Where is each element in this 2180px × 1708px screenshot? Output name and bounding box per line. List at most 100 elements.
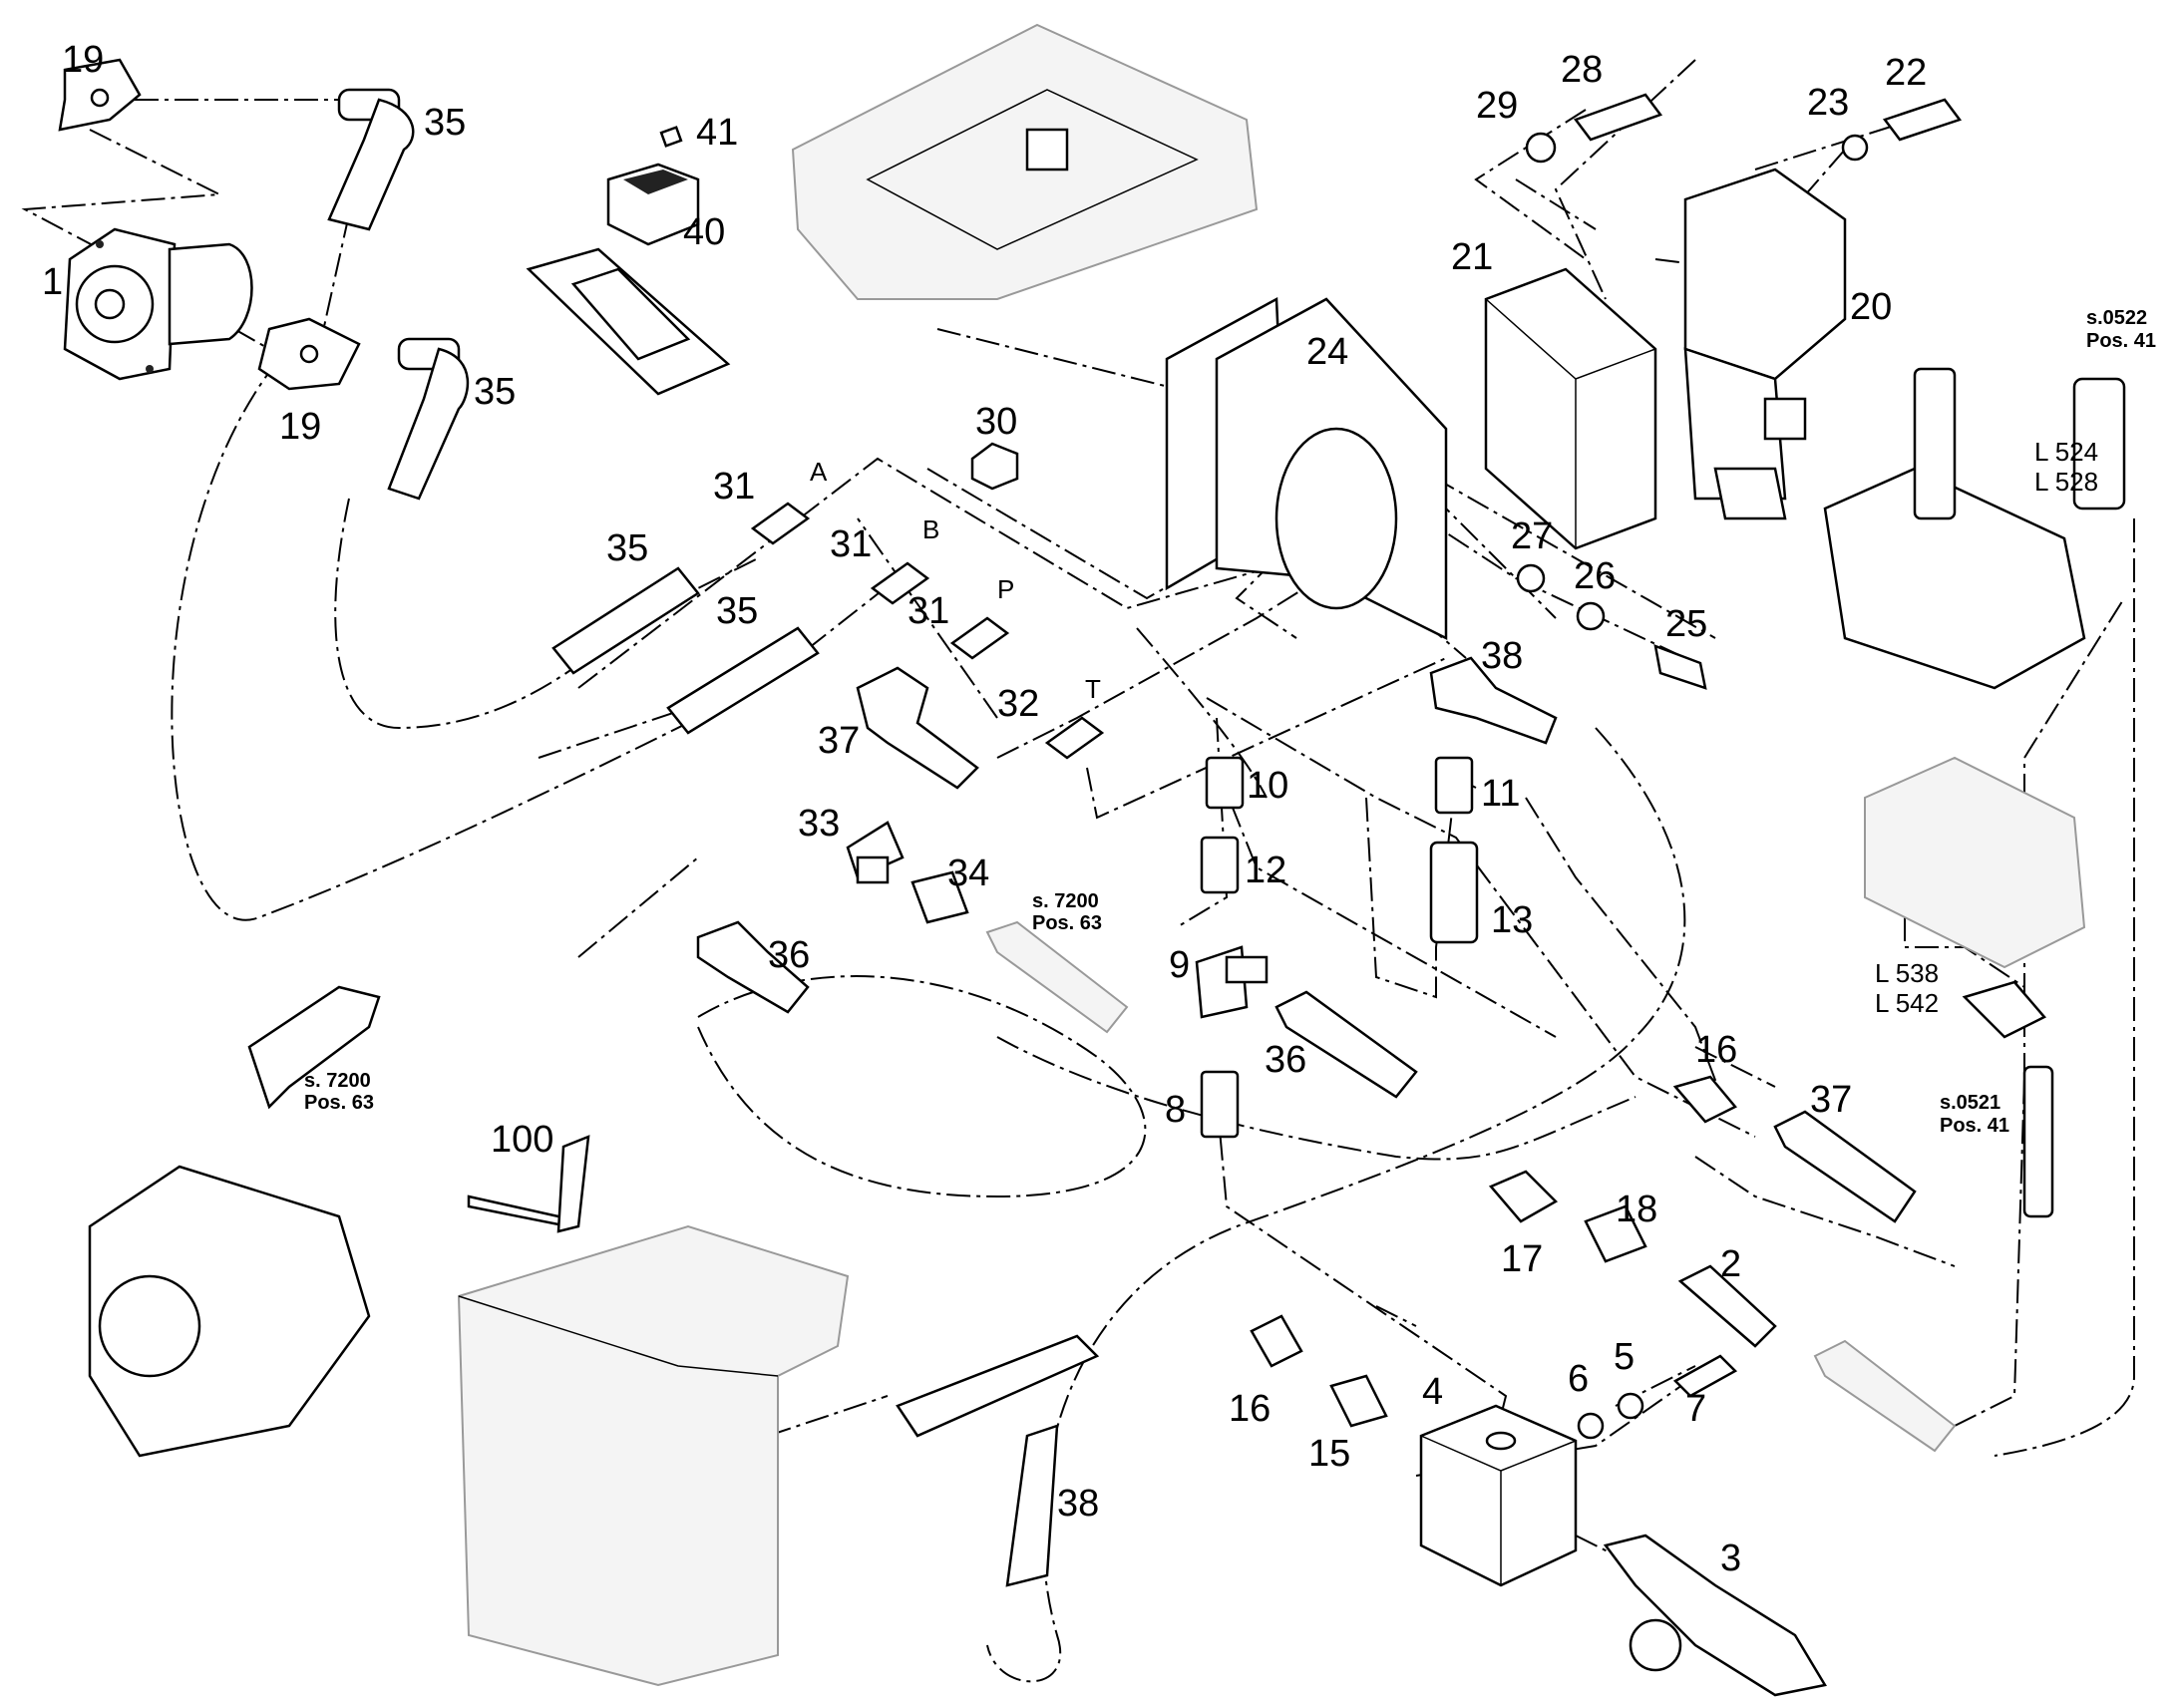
label-28: 28 [1561,49,1603,91]
ref-s0521-line2: Pos. 41 [1940,1115,2009,1137]
hose-part-38b [1005,1424,1059,1587]
ref-s0522-line1: s.0522 [2086,307,2147,329]
pump-part-left [88,985,381,1458]
label-16b: 16 [1229,1388,1271,1430]
label-24: 24 [1306,331,1348,373]
label-27: 27 [1511,515,1553,557]
label-11: 11 [1481,773,1520,815]
elbow-part-38a [1429,656,1558,745]
label-13: 13 [1491,899,1533,941]
label-38a: 38 [1481,635,1523,677]
hose-part-36b [1274,990,1418,1099]
label-5: 5 [1614,1336,1635,1378]
washer-part-5 [1617,1392,1644,1420]
bolt-part-22 [1882,98,1963,142]
fitting-part-18 [1584,1204,1647,1263]
label-38b: 38 [1057,1483,1099,1525]
label-35d: 35 [716,590,758,632]
label-33: 33 [798,803,840,845]
label-30: 30 [975,401,1017,443]
washer-part-6 [1577,1412,1605,1440]
fitting-part-13 [1429,841,1479,944]
label-37b: 37 [1810,1079,1852,1121]
fitting-part-10 [1205,756,1245,810]
switch-part-40 [606,126,700,246]
label-9: 9 [1169,944,1190,986]
label-2: 2 [1720,1243,1741,1285]
washer-part-27 [1516,563,1546,593]
label-1: 1 [42,261,63,303]
tee-part-33 [846,821,905,884]
label-25: 25 [1665,603,1707,645]
label-37a: 37 [818,720,860,762]
label-36a: 36 [768,934,810,976]
label-21: 21 [1451,236,1493,278]
line-label-l528: L 528 [2034,467,2098,497]
panel-plate [526,247,731,396]
port-a: A [810,457,828,487]
ref-s0522-line2: Pos. 41 [2086,330,2156,352]
elbow-part-16a [1672,1075,1737,1124]
label-22: 22 [1885,52,1927,94]
washer-part-23 [1841,134,1869,162]
hose-part-35c [551,566,700,675]
hose-part-35a [327,88,415,231]
label-3: 3 [1720,1537,1741,1579]
label-34: 34 [947,853,989,894]
label-31c: 31 [908,590,949,632]
flange-part-19a [58,58,142,132]
ref-s7200a-line2: Pos. 63 [1032,912,1102,934]
port-letters: A B P T [810,457,1101,704]
label-12: 12 [1245,850,1286,891]
tee-part-9 [1195,945,1269,1019]
hose-part-37b [1773,1110,1917,1223]
label-7: 7 [1685,1388,1706,1430]
fitting-part-34 [910,870,969,924]
block-part-21 [1484,267,1657,550]
port-b: B [922,514,939,544]
bolt-part-25 [1653,644,1707,690]
label-19b: 19 [279,406,321,448]
connection-lines [21,59,2135,1683]
label-26: 26 [1574,555,1616,597]
part-number-labels: 19 35 1 19 35 41 40 29 28 23 22 21 20 24… [42,39,1927,1579]
label-23: 23 [1807,82,1849,124]
ref-s7200b-line2: Pos. 63 [304,1092,374,1114]
tee-part-17 [1488,1170,1559,1223]
pump-part-lower-right [1864,756,2086,1218]
hose-part-36a [696,920,810,1014]
washer-part-26 [1576,601,1606,631]
line-label-l524: L 524 [2034,437,2098,467]
label-35c: 35 [606,527,648,569]
label-100: 100 [491,1119,553,1161]
flange-part-19b [257,317,361,391]
hose-part-35d [666,626,820,735]
label-31b: 31 [830,523,872,565]
hose-part-right [1813,1339,1957,1453]
bolt-part-28 [1573,93,1663,142]
label-17: 17 [1501,1238,1543,1280]
fitting-part-31a [750,502,811,545]
line-label-l538: L 538 [1875,958,1939,988]
label-10: 10 [1247,765,1288,807]
valve-part-20 [1683,168,1847,520]
label-20: 20 [1850,286,1892,328]
bolt-part-7 [1672,1354,1738,1398]
fitting-part-15 [1329,1374,1388,1428]
label-32: 32 [997,683,1039,725]
fitting-part-8 [1200,1070,1240,1139]
elbow-part-37a [856,666,979,790]
label-29: 29 [1476,85,1518,127]
washer-part-29 [1525,132,1557,164]
elbow-part-16b [1250,1314,1303,1368]
label-15: 15 [1308,1433,1350,1475]
tank-part [457,1224,1100,1687]
label-31a: 31 [713,466,755,508]
hose-part-35b [387,337,470,501]
strap-part-100 [467,1135,590,1233]
fitting-part-31b [870,561,930,605]
block-part-4 [1419,1404,1578,1587]
label-18: 18 [1616,1189,1657,1230]
ref-s7200a-line1: s. 7200 [1032,890,1099,912]
valve-part-2 [1677,1264,1777,1348]
